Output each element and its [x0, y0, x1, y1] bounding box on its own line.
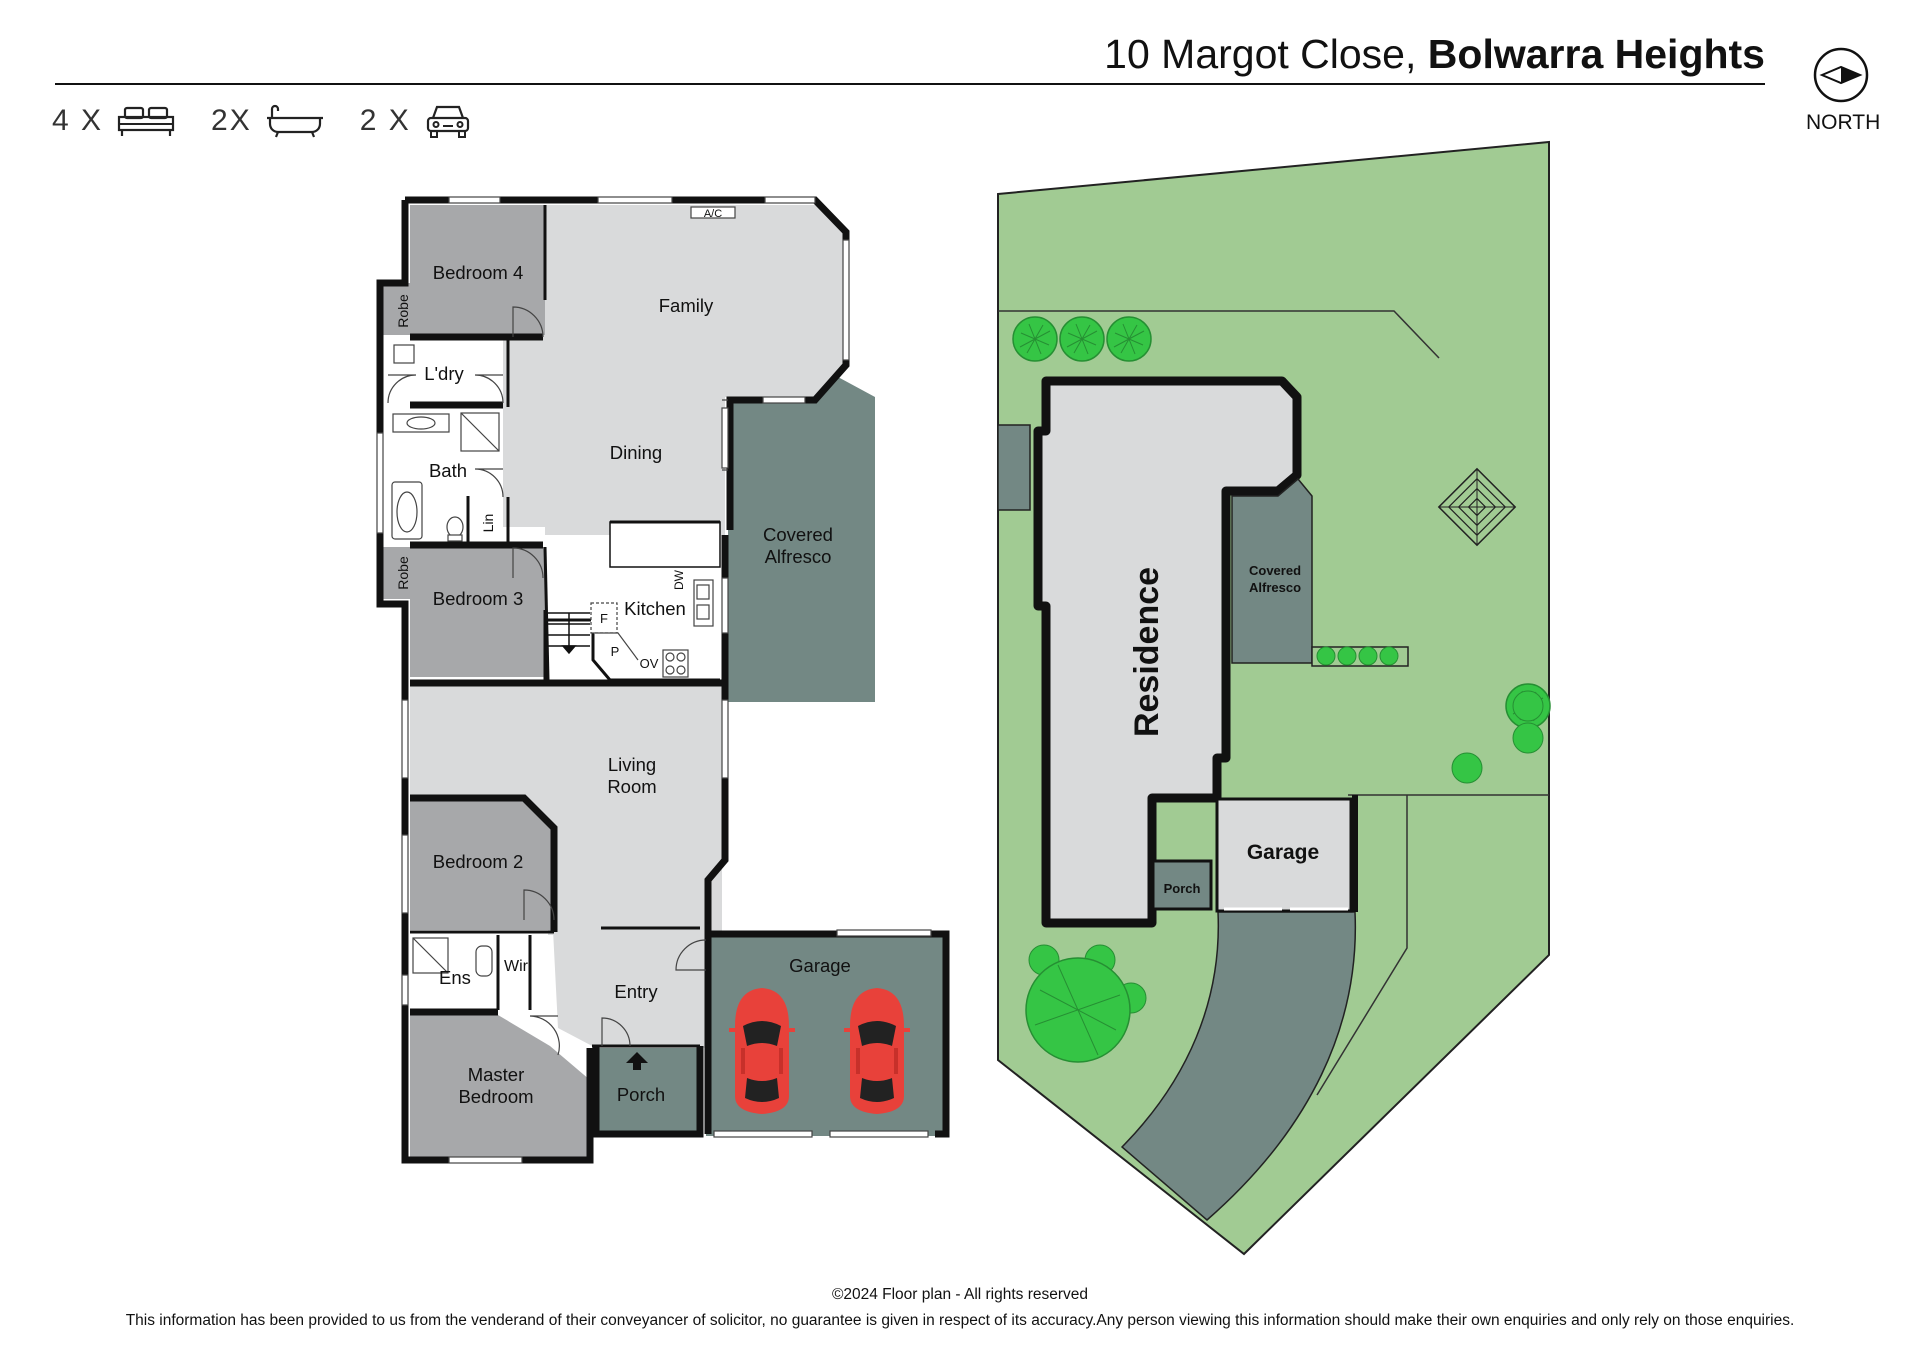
label-master-2: Bedroom [458, 1086, 533, 1107]
site-alfresco-label-1: Covered [1249, 563, 1301, 578]
label-bedroom2: Bedroom 2 [433, 851, 524, 872]
site-garage-label: Garage [1247, 841, 1319, 864]
porch-area [596, 1048, 700, 1136]
label-linen: Lin [480, 514, 496, 533]
stairs [548, 612, 590, 655]
hedge-row [1311, 646, 1409, 667]
robe-mid-floor [383, 547, 410, 599]
address-suburb: Bolwarra Heights [1427, 31, 1765, 77]
label-ensuite: Ens [439, 967, 471, 988]
floor-plan: Bedroom 4 L'dry Bath Bedroom 3 Family Di… [376, 196, 950, 1164]
label-wir: Wir [504, 958, 529, 975]
bedroom4-floor [410, 205, 545, 335]
bed-icon [117, 106, 175, 136]
side-structure [997, 424, 1031, 511]
label-ac: A/C [704, 208, 722, 220]
car-count: 2 X [360, 102, 471, 140]
car-icon [426, 105, 469, 138]
entry-arrow-icon [626, 1052, 648, 1070]
address-street: 10 Margot Close, [1104, 31, 1417, 77]
site-porch-label: Porch [1164, 881, 1201, 896]
bedroom-count: 4 X [52, 104, 175, 138]
label-laundry: L'dry [424, 363, 464, 384]
label-master-1: Master [468, 1064, 525, 1085]
label-garage: Garage [789, 955, 851, 976]
gazebo-icon [1437, 467, 1517, 547]
driveway [1120, 911, 1357, 1221]
bathtub-icon [266, 104, 323, 138]
label-bath: Bath [429, 460, 467, 481]
site-covered-alfresco [1231, 477, 1313, 664]
bedroom3-floor [410, 547, 545, 677]
covered-alfresco-area [728, 377, 875, 702]
car-right [844, 988, 910, 1114]
label-living-2: Room [607, 776, 656, 797]
site-plan: Residence Covered Alfresco Garage Porch [997, 140, 1551, 1256]
windows [376, 196, 932, 1164]
north-label: NORTH [1806, 111, 1881, 134]
robe-top-floor [383, 283, 410, 335]
label-porch: Porch [617, 1084, 665, 1105]
site-alfresco-label-2: Alfresco [1249, 580, 1301, 595]
fixtures [391, 344, 714, 977]
header: 10 Margot Close, Bolwarra Heights 4 X 2X [0, 0, 1920, 150]
copyright-notice: ©2024 Floor plan - All rights reserved [831, 1286, 1089, 1303]
label-bedroom4: Bedroom 4 [433, 262, 524, 283]
lot-fence-line [998, 310, 1440, 359]
header-rule [55, 83, 1765, 85]
living-zone-floor [410, 205, 848, 1048]
toilet-icon [446, 516, 464, 538]
north-indicator: NORTH [1806, 46, 1881, 135]
compass-icon [1813, 47, 1869, 103]
door-swings [387, 306, 728, 1056]
laundry-tub-icon [393, 344, 415, 364]
master-floor [410, 1015, 590, 1160]
car-count-label: 2 X [359, 104, 411, 137]
car-left [729, 988, 795, 1114]
thin-walls [410, 205, 720, 1048]
bedroom2-floor [410, 800, 554, 930]
bathroom-count-label: 2X [211, 104, 252, 137]
label-dw: DW [672, 569, 686, 590]
bedroom-count-label: 4 X [52, 104, 104, 137]
site-garage [1215, 797, 1353, 913]
label-living-1: Living [608, 754, 656, 775]
label-fridge: F [600, 611, 608, 626]
disclaimer: This information has been provided to us… [125, 1312, 1795, 1329]
label-robe-top: Robe [395, 294, 411, 328]
trees [1012, 316, 1551, 1063]
label-entry: Entry [614, 981, 658, 1002]
site-porch [1151, 859, 1213, 911]
site-residence-label: Residence [1128, 567, 1166, 737]
label-kitchen: Kitchen [624, 598, 686, 619]
label-alfresco-1: Covered [763, 524, 833, 545]
label-oven: OV [640, 656, 659, 671]
label-robe-mid: Robe [395, 556, 411, 590]
fridge-icon [590, 602, 618, 634]
label-dining: Dining [610, 442, 662, 463]
label-alfresco-2: Alfresco [765, 546, 832, 567]
label-family: Family [659, 295, 714, 316]
label-pantry: P [611, 644, 620, 659]
lot-diagonal-line [1316, 795, 1408, 1096]
label-bedroom3: Bedroom 3 [433, 588, 524, 609]
bathroom-count: 2X [211, 104, 324, 138]
property-address: 10 Margot Close, Bolwarra Heights [1104, 28, 1765, 80]
kitchen-bench [609, 521, 721, 568]
property-features: 4 X 2X 2 X [52, 102, 507, 140]
